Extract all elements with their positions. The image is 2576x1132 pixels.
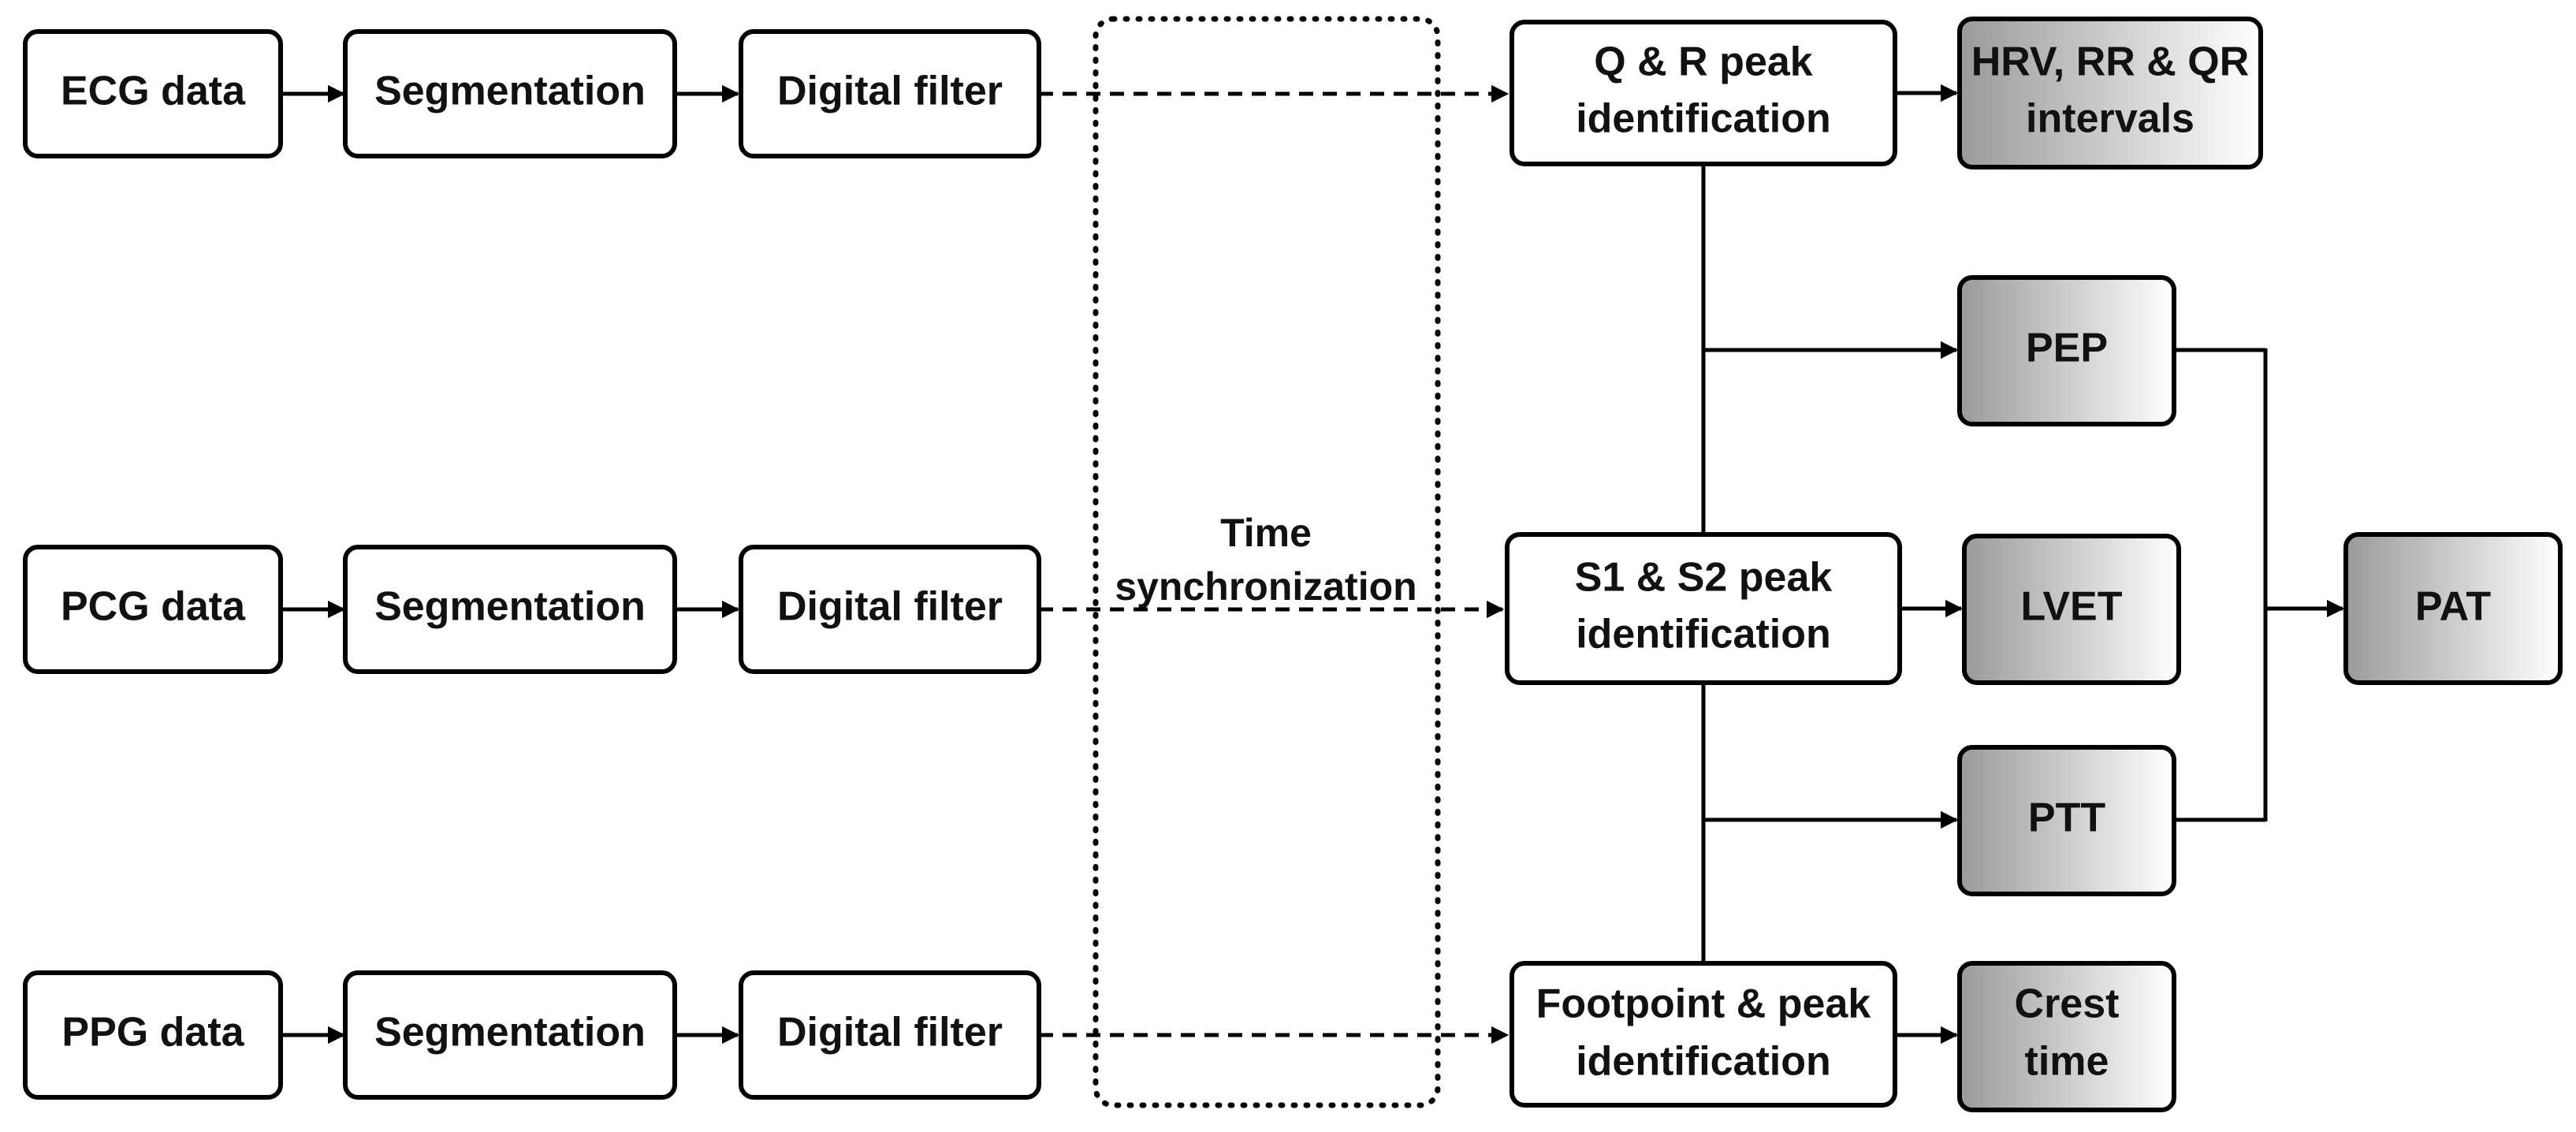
ecg-segmentation-label: Segmentation bbox=[374, 69, 646, 114]
ptt-label: PTT bbox=[2028, 795, 2105, 841]
footpoint-peak-label-line1: Footpoint & peak bbox=[1536, 981, 1871, 1027]
pcg-data-label: PCG data bbox=[61, 584, 246, 630]
qr-peak-label-line1: Q & R peak bbox=[1594, 39, 1812, 85]
ecg-filter-label: Digital filter bbox=[777, 69, 1003, 114]
time-sync-region bbox=[1093, 16, 1441, 1108]
ecg-data-label: ECG data bbox=[61, 69, 246, 114]
ppg-segmentation-label: Segmentation bbox=[374, 1010, 646, 1056]
pat-node bbox=[2343, 532, 2563, 685]
ppg-data-label: PPG data bbox=[61, 1010, 244, 1056]
footpoint-peak-label-line2: identification bbox=[1576, 1039, 1831, 1085]
qr-peak-label-line2: identification bbox=[1576, 96, 1831, 142]
pcg-filter-label: Digital filter bbox=[777, 584, 1003, 630]
hrv-label-line2: intervals bbox=[2026, 96, 2194, 142]
s1s2-peak-label-line1: S1 & S2 peak bbox=[1575, 555, 1833, 601]
pep-label: PEP bbox=[2026, 326, 2108, 371]
hrv-node bbox=[1957, 17, 2263, 169]
crest-time-label-line1: Crest bbox=[2015, 981, 2120, 1027]
s1s2-peak-label-line2: identification bbox=[1576, 612, 1831, 657]
time-sync-label-line1: Time bbox=[1220, 511, 1312, 555]
crest-time-label-line2: time bbox=[2025, 1039, 2109, 1085]
lvet-label: LVET bbox=[2020, 584, 2122, 630]
pcg-row: PCG data Segmentation Digital filter bbox=[23, 545, 1505, 674]
ppg-row: PPG data Segmentation Digital filter bbox=[23, 970, 1509, 1100]
time-sync-label-line2: synchronization bbox=[1115, 564, 1416, 609]
ecg-row: ECG data Segmentation Digital filter bbox=[23, 29, 1509, 158]
hrv-label-line1: HRV, RR & QR bbox=[1971, 39, 2250, 85]
lvet-node bbox=[1962, 534, 2181, 685]
ppg-filter-label: Digital filter bbox=[777, 1010, 1003, 1056]
pat-label: PAT bbox=[2415, 584, 2492, 630]
pcg-segmentation-label: Segmentation bbox=[374, 584, 646, 630]
crest-time-node bbox=[1957, 961, 2176, 1112]
